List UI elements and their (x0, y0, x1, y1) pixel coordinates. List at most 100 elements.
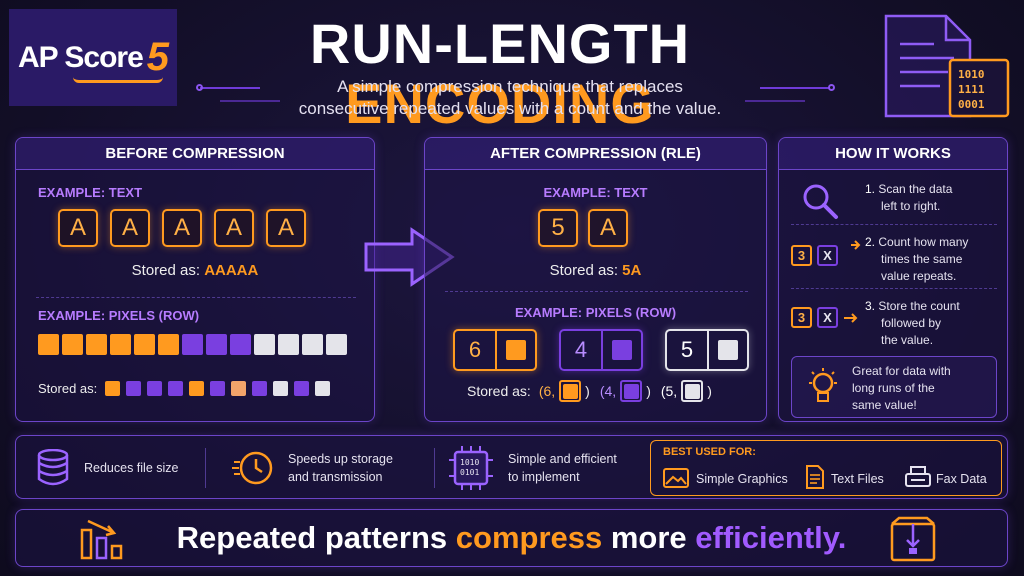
binary-document-icon: 1010 1111 0001 (884, 12, 1010, 120)
stored-prefix: Stored as: (38, 381, 98, 396)
pixel-purple (230, 334, 251, 355)
before-stored-text: Stored as: AAAAA (16, 262, 374, 279)
title-part1: RUN-LENGTH (309, 12, 691, 75)
circuit-line-left (220, 100, 280, 102)
before-pixel-row (38, 334, 347, 355)
pixel-white (326, 334, 347, 355)
pixel-orange (62, 334, 83, 355)
benefit-line: to implement (508, 470, 580, 484)
tip-line: Great for data with (852, 364, 951, 378)
run-swatch (495, 331, 535, 369)
step-text: Scan the data (878, 182, 953, 196)
pixel-white (302, 334, 323, 355)
stored-pixel-purple (210, 381, 226, 396)
divider (205, 448, 206, 488)
mini-count: 3 (791, 245, 812, 266)
title-part2: ENCODING (345, 72, 655, 135)
how-step-2: 2. Count how many times the same value r… (865, 234, 968, 285)
tip-text: Great for data with long runs of the sam… (852, 363, 951, 414)
tuple-close: ) (646, 383, 651, 399)
run-orange: 6 (453, 329, 537, 371)
step-text: value repeats. (881, 269, 957, 283)
chip-bits: 1010 0101 (460, 458, 479, 478)
circuit-dot (828, 84, 835, 91)
run-count: 6 (468, 337, 482, 362)
letter-box: A (58, 209, 98, 247)
divider (36, 297, 356, 298)
tip-line: same value! (852, 398, 917, 412)
benefit-line: and transmission (288, 470, 383, 484)
after-runs: 6 4 5 (453, 329, 749, 371)
tuple-close: ) (707, 383, 712, 399)
circuit-line-right (745, 100, 805, 102)
step-text: times the same (881, 252, 963, 266)
before-compression-panel: BEFORE COMPRESSION EXAMPLE: TEXT A A A A… (15, 137, 375, 422)
run-purple: 4 (559, 329, 643, 371)
after-letters: 5 A (538, 209, 628, 247)
chip-bit-row: 0101 (460, 468, 480, 477)
circuit-dot (196, 84, 203, 91)
letter-box: A (110, 209, 150, 247)
stored-pixel-purple (168, 381, 184, 396)
pixel-purple (206, 334, 227, 355)
benefit-simple: Simple and efficient to implement (508, 450, 617, 486)
decreasing-chart-icon (78, 518, 132, 565)
stored-prefix: Stored as: (131, 262, 201, 279)
before-text-label: EXAMPLE: TEXT (38, 185, 143, 200)
best-fax: Fax Data (936, 472, 987, 486)
how-step-1: 1. Scan the data left to right. (865, 181, 952, 215)
chip-icon: 1010 0101 (448, 444, 494, 492)
after-compression-panel: AFTER COMPRESSION (RLE) EXAMPLE: TEXT 5 … (424, 137, 767, 422)
tuple-swatch (620, 380, 643, 402)
step-text: followed by (881, 316, 942, 330)
circuit-line-left (200, 87, 260, 89)
subtitle-line2: consecutive repeated values with a count… (298, 99, 722, 118)
how-heading: HOW IT WORKS (779, 138, 1007, 170)
lightbulb-icon (806, 367, 840, 414)
step-text: left to right. (881, 199, 941, 213)
stored-prefix: Stored as: (549, 262, 618, 279)
step-text: Count how many (878, 235, 969, 249)
tagline-highlight-purple: efficiently. (695, 520, 847, 555)
chip-bit-row: 1010 (460, 458, 480, 467)
after-stored-pixels: Stored as: (6, ) (4, ) (5, ) (467, 380, 712, 402)
step-num: 2. (865, 235, 876, 249)
mini-count: 3 (791, 307, 812, 328)
after-heading: AFTER COMPRESSION (RLE) (425, 138, 766, 170)
best-used-box: BEST USED FOR: Simple Graphics Text File… (650, 440, 1002, 496)
run-count: 5 (680, 337, 694, 362)
run-swatch (601, 331, 641, 369)
tuple-open: (4, (599, 383, 617, 399)
tuple-swatch (559, 380, 582, 402)
stored-pixel-orange (189, 381, 205, 396)
doc-bit-row: 0001 (958, 98, 985, 111)
subtitle-line1: A simple compression technique that repl… (337, 77, 683, 96)
run-count: 4 (574, 337, 588, 362)
step-text: Store the count (878, 299, 960, 313)
stored-pixel-purple (126, 381, 142, 396)
tuple-swatch (681, 380, 704, 402)
benefit-line: Simple and efficient (508, 452, 617, 466)
page-subtitle: A simple compression technique that repl… (240, 76, 780, 120)
letter-box: A (162, 209, 202, 247)
stored-pixel-purple (252, 381, 268, 396)
stored-pixel-list (105, 381, 331, 396)
logo-swoosh (73, 77, 163, 83)
stored-pixel-white (273, 381, 289, 396)
how-it-works-panel: HOW IT WORKS 1. Scan the data left to ri… (778, 137, 1008, 422)
divider (791, 224, 997, 225)
tagline-part: Repeated patterns (176, 520, 448, 555)
doc-bit-row: 1010 (958, 68, 985, 81)
logo-number: 5 (146, 35, 169, 79)
arrow-icon (844, 312, 858, 323)
circuit-line-right (760, 87, 830, 89)
after-stored-text: Stored as: 5A (425, 262, 766, 279)
divider (445, 291, 748, 292)
text-file-icon (805, 465, 825, 494)
pixel-orange (38, 334, 59, 355)
tagline-highlight-orange: compress (455, 520, 603, 555)
count-box: 5 (538, 209, 578, 247)
arrow-icon (849, 238, 863, 257)
divider (434, 448, 435, 488)
benefit-speed: Speeds up storage and transmission (288, 450, 393, 486)
